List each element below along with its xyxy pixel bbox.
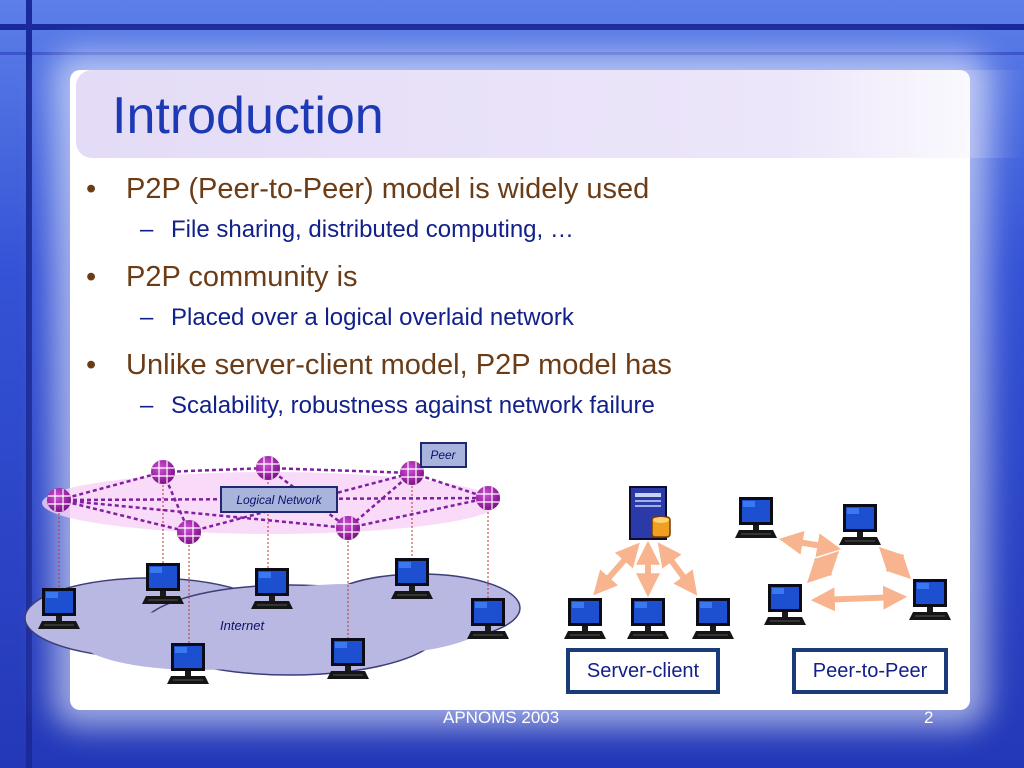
svg-text:Server-client: Server-client <box>587 660 700 682</box>
bullet-icon: • <box>86 261 97 293</box>
computer-icon <box>908 578 952 621</box>
sub-bullet-text: Scalability, robustness against network … <box>171 392 655 419</box>
computer-icon <box>466 597 510 640</box>
bullet-list: • P2P (Peer-to-Peer) model is widely used… <box>82 170 962 434</box>
computer-icon <box>626 597 670 640</box>
computer-icon <box>691 597 735 640</box>
svg-text:Peer: Peer <box>430 448 456 462</box>
svg-text:Logical Network: Logical Network <box>236 493 322 507</box>
page-number: 2 <box>924 708 934 727</box>
computer-icon <box>37 587 81 630</box>
server-client-arrows <box>593 540 698 598</box>
title-bar <box>76 70 1024 158</box>
computer-icon <box>838 503 882 546</box>
bullet-icon: • <box>86 349 97 381</box>
computer-icon <box>141 562 185 605</box>
server-client-caption: Server-client <box>566 648 720 694</box>
internet-label: Internet <box>220 618 265 633</box>
sub-bullet-item: –File sharing, distributed computing, … <box>82 214 962 246</box>
footer-title: APNOMS 2003 <box>443 708 560 727</box>
p2p-caption: Peer-to-Peer <box>792 648 948 694</box>
sub-bullet-text: File sharing, distributed computing, … <box>171 216 574 243</box>
bullet-item: • Unlike server-client model, P2P model h… <box>82 346 962 384</box>
computer-icon <box>326 637 370 680</box>
background-stripe <box>26 0 32 768</box>
bullet-item: • P2P (Peer-to-Peer) model is widely used <box>82 170 962 208</box>
computer-icon <box>563 597 607 640</box>
server-icon <box>629 486 671 540</box>
dash-icon: – <box>140 392 154 419</box>
bullet-icon: • <box>86 173 97 205</box>
p2p-arrows <box>778 530 912 612</box>
p2p-diagram <box>734 496 952 626</box>
sub-bullet-text: Placed over a logical overlaid network <box>171 304 574 331</box>
svg-text:Peer-to-Peer: Peer-to-Peer <box>813 660 928 682</box>
computer-icon <box>250 567 294 610</box>
peer-callout: Peer <box>420 442 467 468</box>
dash-icon: – <box>140 216 154 243</box>
computer-icon <box>166 642 210 685</box>
slide-title: Introduction <box>112 87 384 145</box>
internet-cloud <box>24 573 521 676</box>
logical-network-callout: Logical Network <box>220 486 338 513</box>
computer-icon <box>390 557 434 600</box>
sub-bullet-item: –Placed over a logical overlaid network <box>82 302 962 334</box>
bullet-text: P2P community is <box>126 261 358 293</box>
background-stripe <box>0 24 1024 30</box>
bullet-text: P2P (Peer-to-Peer) model is widely used <box>126 173 650 205</box>
computer-icon <box>763 583 807 626</box>
server-client-diagram <box>563 486 735 640</box>
dash-icon: – <box>140 304 154 331</box>
bullet-text: Unlike server-client model, P2P model ha… <box>126 349 672 381</box>
bullet-item: • P2P community is <box>82 258 962 296</box>
background-stripe <box>0 52 1024 55</box>
sub-bullet-item: –Scalability, robustness against network… <box>82 390 962 422</box>
computer-icon <box>734 496 778 539</box>
